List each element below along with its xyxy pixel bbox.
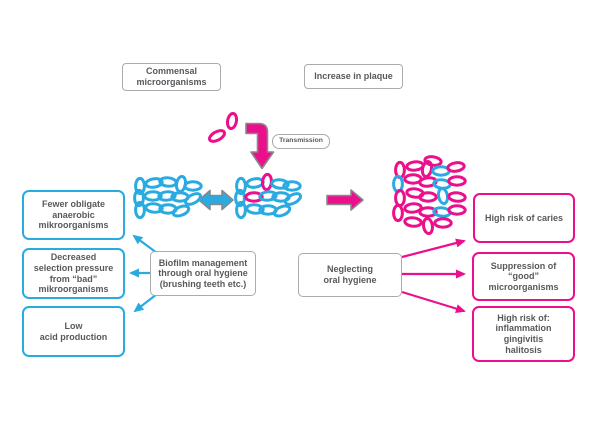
bacterium-blue-icon: [133, 188, 145, 208]
bacterium-blue-icon: [283, 192, 303, 206]
bacterium-blue-icon: [157, 190, 177, 202]
box-commensal-microorganisms: Commensal microorganisms: [122, 63, 221, 91]
bacterium-blue-icon: [183, 180, 203, 192]
bacterium-blue-icon: [183, 192, 203, 206]
bacterium-pink-icon: [447, 191, 467, 203]
box-suppression-good-microorganisms: Suppression of “good” microorganisms: [472, 252, 575, 301]
box-biofilm-management: Biofilm management through oral hygiene …: [150, 251, 256, 296]
bacterium-pink-icon: [392, 203, 404, 223]
box-neglecting-oral-hygiene: Neglecting oral hygiene: [298, 253, 402, 297]
bacterium-blue-icon: [436, 186, 450, 206]
bacterium-blue-icon: [282, 180, 302, 192]
plaque-shift-arrow-icon: [326, 189, 364, 211]
bacterium-blue-icon: [171, 204, 191, 218]
transmission-arrow: [245, 122, 275, 170]
bacterium-pink-icon: [447, 175, 467, 187]
bacterium-pink-icon: [422, 216, 434, 236]
bacterium-blue-icon: [272, 204, 292, 218]
bacterium-blue-icon: [134, 176, 146, 196]
bacterium-pink-icon: [418, 191, 438, 203]
bacterium-pink-icon: [433, 217, 453, 229]
bacterium-blue-icon: [144, 202, 164, 214]
box-fewer-obligate-anaerobic: Fewer obligate anaerobic mikroorganisms: [22, 190, 125, 240]
box-high-risk-caries: High risk of caries: [473, 193, 575, 243]
bacterium-pink-icon: [420, 160, 434, 178]
bacterium-blue-icon: [235, 200, 247, 220]
bacterium-pink-icon: [244, 191, 264, 203]
bacterium-pink-icon: [403, 202, 423, 214]
cluster-mixed-bacteria: [234, 172, 303, 220]
bacterium-blue-icon: [270, 178, 290, 190]
bacterium-blue-icon: [234, 188, 246, 208]
transmission-bacteria: [207, 111, 239, 143]
bacterium-blue-icon: [143, 190, 163, 202]
bacterium-pink-icon: [261, 172, 273, 192]
neglect-arrows: [401, 238, 466, 313]
bacterium-blue-icon: [258, 190, 278, 202]
bacterium-pink-icon: [447, 204, 467, 216]
bacterium-blue-icon: [144, 177, 164, 189]
bacterium-pink-icon: [207, 129, 227, 143]
bacterium-pink-icon: [446, 161, 466, 173]
bacterium-blue-icon: [235, 176, 247, 196]
box-low-acid-production: Low acid production: [22, 306, 125, 357]
box-increase-in-plaque: Increase in plaque: [304, 64, 403, 89]
box-decreased-selection-pressure: Decreased selection pressure from “bad” …: [22, 248, 125, 299]
cluster-plaque-bacteria: [392, 155, 467, 236]
bacterium-pink-icon: [418, 206, 438, 218]
bacterium-pink-icon: [225, 111, 239, 131]
biofilm-arrows: [129, 234, 158, 313]
bacterium-pink-icon: [403, 216, 423, 228]
label-transmission: Transmission: [272, 134, 330, 149]
bacterium-blue-icon: [134, 200, 146, 220]
bacterium-blue-icon: [245, 203, 265, 215]
exchange-double-arrow-icon: [198, 189, 234, 211]
bacterium-pink-icon: [394, 188, 406, 208]
box-high-risk-inflammation: High risk of: inflammation gingivitis ha…: [472, 306, 575, 362]
cluster-commensal-bacteria: [133, 174, 203, 220]
